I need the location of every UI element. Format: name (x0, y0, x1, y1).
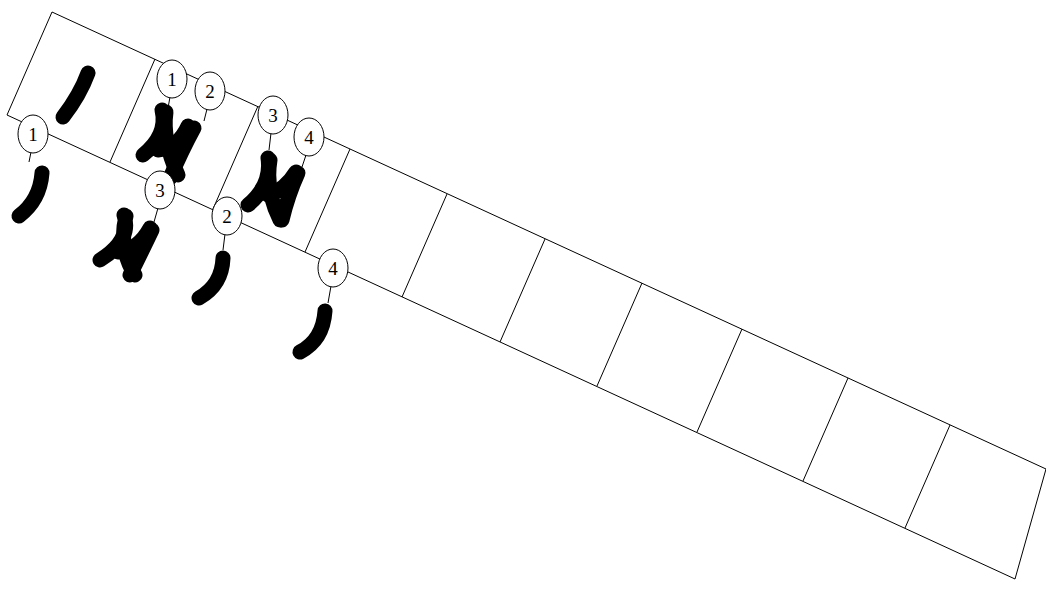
callout-number: 1 (167, 70, 177, 89)
callout-number: 4 (304, 128, 314, 147)
callout-number: 2 (222, 207, 232, 226)
callout-number: 3 (155, 181, 165, 200)
callout-number: 3 (268, 106, 278, 125)
callout-number: 2 (205, 82, 215, 101)
callout-number: 1 (28, 125, 38, 144)
chromosome (19, 73, 325, 352)
strip-outline (7, 12, 1046, 579)
callout-number: 4 (328, 259, 338, 278)
callout-balloon (18, 60, 348, 303)
